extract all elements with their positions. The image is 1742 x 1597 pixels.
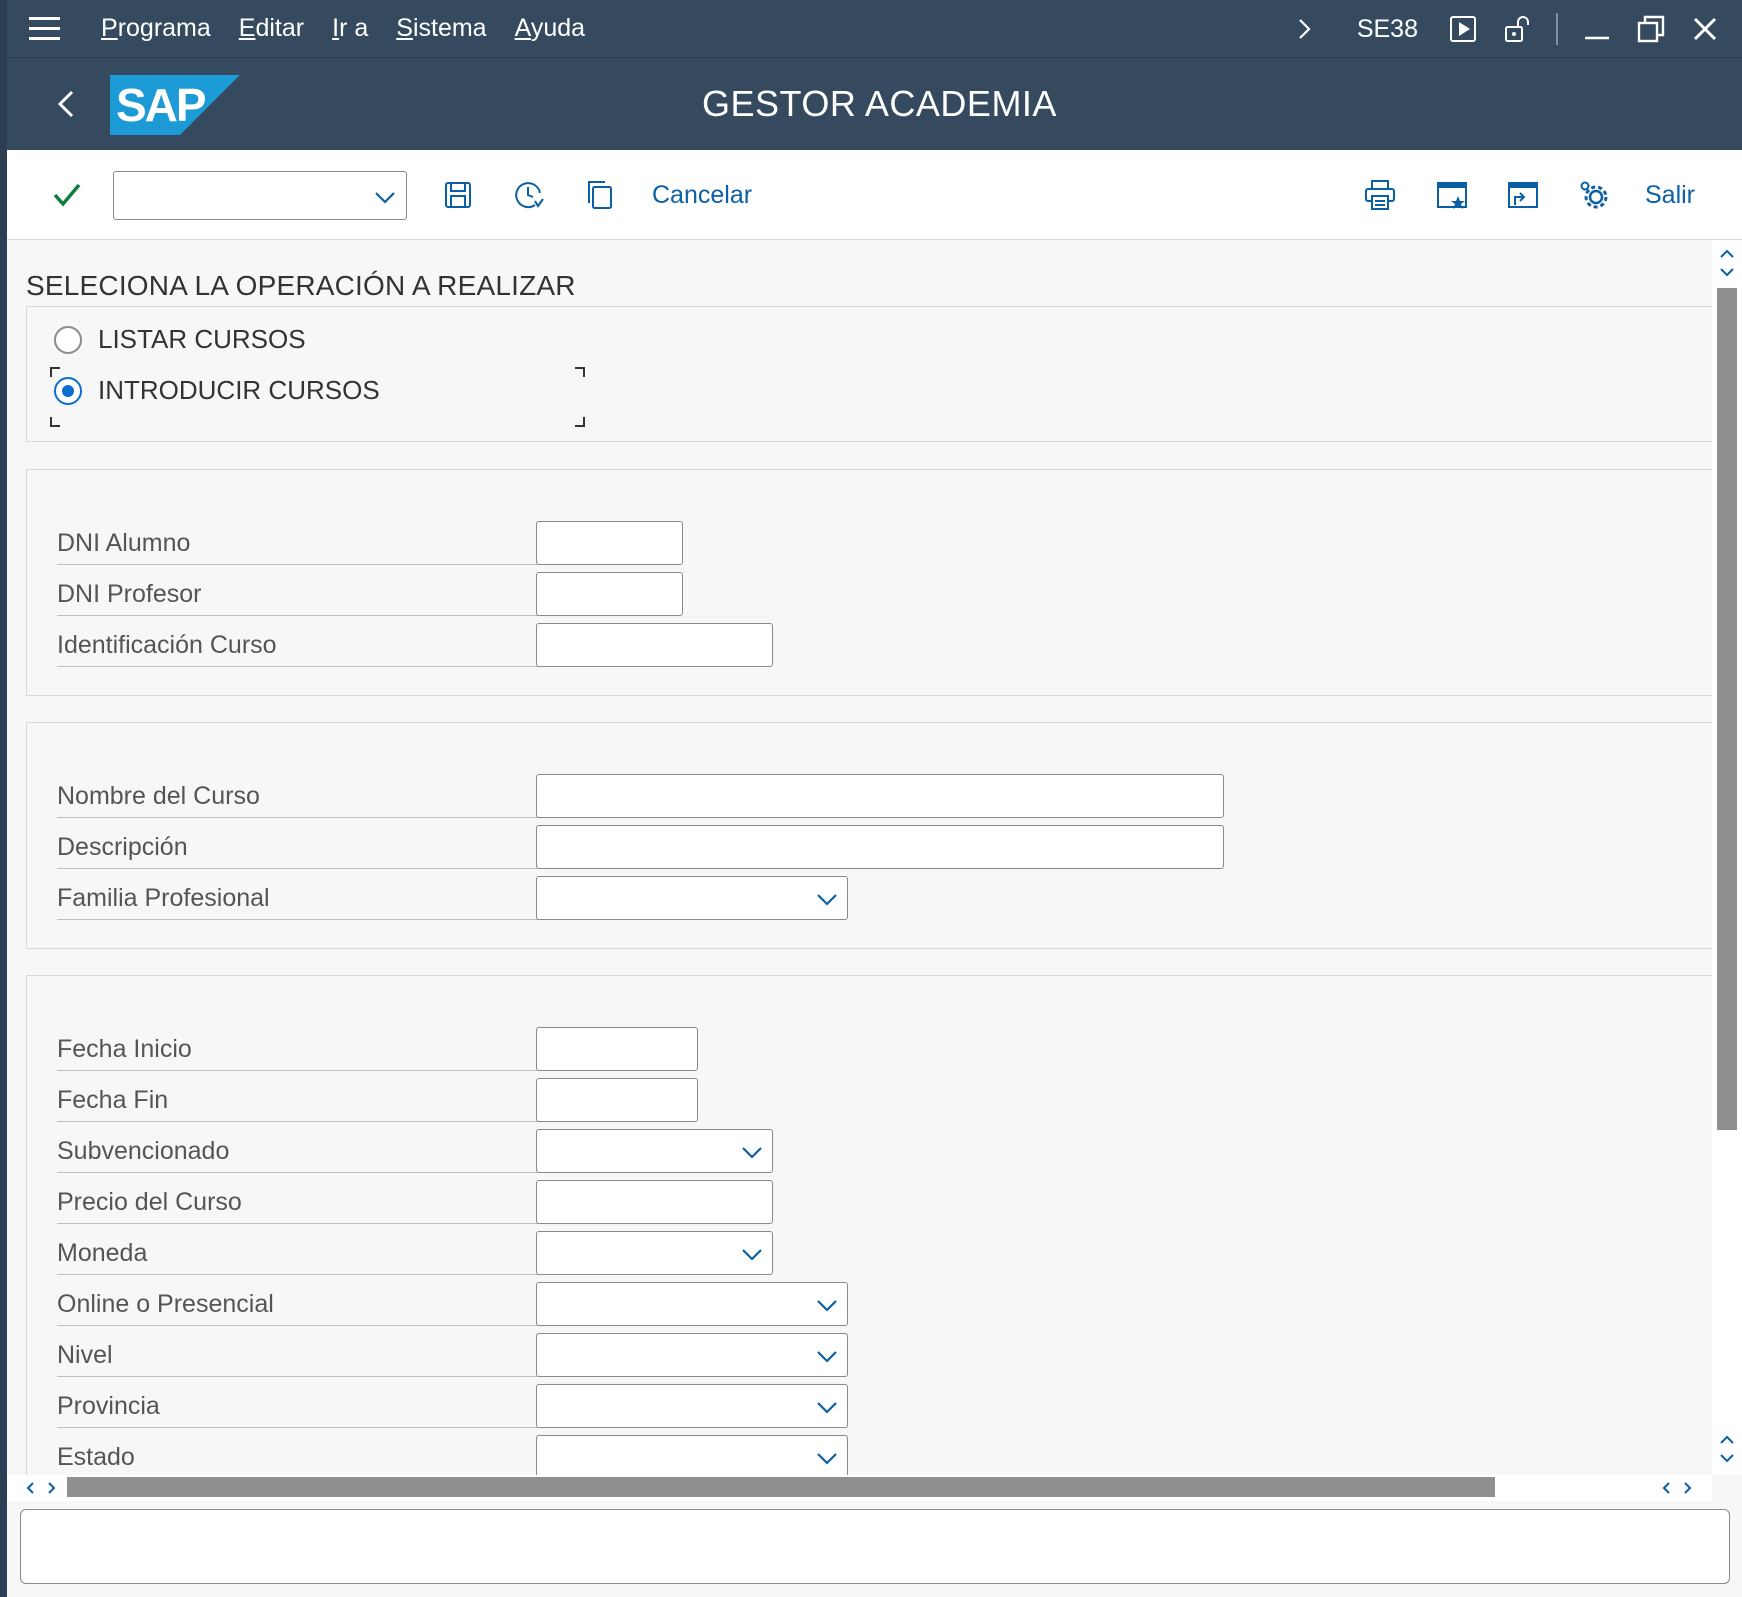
history-icon[interactable] (511, 177, 547, 213)
unlock-icon[interactable] (1502, 14, 1532, 44)
sap-logo: SAP (110, 75, 240, 140)
status-bar-area (7, 1501, 1742, 1597)
chevron-down-icon (815, 1344, 839, 1373)
hamburger-menu-icon[interactable] (29, 0, 73, 58)
radio-introducir-cursos[interactable]: INTRODUCIR CURSOS (54, 375, 380, 406)
copy-icon[interactable] (582, 177, 618, 213)
identificacion-curso-input[interactable] (536, 623, 773, 667)
menu-sistema[interactable]: Sistema (396, 14, 487, 42)
horizontal-scrollbar[interactable] (7, 1475, 1712, 1501)
scroll-right-icon[interactable] (1657, 1475, 1697, 1501)
enter-check-icon[interactable] (47, 175, 87, 215)
subvencionado-select[interactable] (536, 1129, 773, 1173)
radio-label-introducir: INTRODUCIR CURSOS (98, 375, 380, 405)
focus-bracket-tl (50, 367, 60, 377)
fecha-fin-input[interactable] (536, 1078, 698, 1122)
details-group (26, 975, 1712, 1475)
menu-programa[interactable]: Programa (101, 14, 211, 42)
dni-profesor-input[interactable] (536, 572, 683, 616)
menu-ayuda[interactable]: Ayuda (514, 14, 586, 42)
focus-bracket-bl (50, 417, 60, 427)
nivel-label: Nivel (57, 1333, 540, 1377)
application-toolbar: Cancelar Salir (7, 150, 1742, 240)
descripcion-label: Descripción (57, 825, 540, 869)
window-edge (0, 0, 7, 1597)
print-icon[interactable] (1362, 177, 1398, 213)
subvencionado-label: Subvencionado (57, 1129, 540, 1173)
chevron-down-icon (740, 1242, 764, 1271)
operation-radio-group: LISTAR CURSOS INTRODUCIR CURSOS (26, 306, 1712, 442)
back-chevron-icon[interactable] (47, 84, 87, 124)
title-bar: GESTOR ACADEMIA SAP (7, 58, 1742, 150)
minimize-icon[interactable] (1582, 14, 1612, 44)
provincia-label: Provincia (57, 1384, 540, 1428)
exit-button[interactable]: Salir (1645, 181, 1696, 209)
play-icon[interactable] (1448, 14, 1478, 44)
radio-listar-cursos[interactable]: LISTAR CURSOS (54, 324, 306, 355)
menu-separator (1556, 13, 1558, 45)
dni-alumno-input[interactable] (536, 521, 683, 565)
chevron-down-icon (815, 1395, 839, 1424)
online-presencial-label: Online o Presencial (57, 1282, 540, 1326)
familia-profesional-label: Familia Profesional (57, 876, 540, 920)
menu-ir-a[interactable]: Ir a (332, 14, 369, 42)
precio-curso-label: Precio del Curso (57, 1180, 540, 1224)
scroll-up-icon[interactable] (1717, 244, 1737, 284)
chevron-down-icon (372, 184, 398, 215)
precio-curso-input[interactable] (536, 1180, 773, 1224)
radio-button-checked[interactable] (54, 376, 82, 405)
vertical-scroll-thumb[interactable] (1717, 288, 1737, 1130)
radio-label-listar: LISTAR CURSOS (98, 324, 306, 354)
scroll-left-icon[interactable] (21, 1475, 61, 1501)
identificacion-curso-label: Identificación Curso (57, 623, 540, 667)
fecha-fin-label: Fecha Fin (57, 1078, 540, 1122)
section-heading: SELECIONA LA OPERACIÓN A REALIZAR (26, 270, 576, 301)
restore-icon[interactable] (1636, 14, 1666, 44)
moneda-select[interactable] (536, 1231, 773, 1275)
ids-group (26, 469, 1712, 696)
main-content: SELECIONA LA OPERACIÓN A REALIZAR LISTAR… (7, 240, 1712, 1475)
shortcut-window-icon[interactable] (1505, 177, 1541, 213)
scroll-down-icon[interactable] (1717, 1430, 1737, 1470)
chevron-down-icon (815, 1446, 839, 1475)
menu-bar: Programa Editar Ir a Sistema Ayuda SE38 (7, 0, 1742, 58)
status-bar[interactable] (20, 1509, 1730, 1584)
menu-bar-right: SE38 (1277, 0, 1742, 58)
cancel-button[interactable]: Cancelar (652, 181, 753, 209)
descripcion-input[interactable] (536, 825, 1224, 869)
radio-button-unchecked[interactable] (54, 325, 82, 354)
horizontal-scroll-thumb[interactable] (67, 1477, 1495, 1497)
command-field[interactable] (113, 171, 407, 220)
settings-gear-icon[interactable] (1576, 177, 1612, 213)
focus-bracket-br (575, 417, 585, 427)
save-icon[interactable] (440, 177, 476, 213)
vertical-scrollbar[interactable] (1712, 240, 1742, 1475)
nombre-curso-label: Nombre del Curso (57, 774, 540, 818)
chevron-down-icon (815, 887, 839, 916)
chevron-right-icon[interactable] (1289, 14, 1319, 44)
page-title: GESTOR ACADEMIA (702, 83, 1057, 124)
chevron-down-icon (815, 1293, 839, 1322)
estado-label: Estado (57, 1435, 540, 1475)
provincia-select[interactable] (536, 1384, 848, 1428)
dni-profesor-label: DNI Profesor (57, 572, 540, 616)
menu-editar[interactable]: Editar (238, 14, 305, 42)
familia-profesional-select[interactable] (536, 876, 848, 920)
fecha-inicio-input[interactable] (536, 1027, 698, 1071)
transaction-code: SE38 (1356, 14, 1418, 43)
dni-alumno-label: DNI Alumno (57, 521, 540, 565)
focus-bracket-tr (575, 367, 585, 377)
svg-text:SAP: SAP (116, 79, 206, 131)
nombre-curso-input[interactable] (536, 774, 1224, 818)
close-icon[interactable] (1690, 14, 1720, 44)
nivel-select[interactable] (536, 1333, 848, 1377)
online-presencial-select[interactable] (536, 1282, 848, 1326)
new-window-icon[interactable] (1434, 177, 1470, 213)
estado-select[interactable] (536, 1435, 848, 1475)
moneda-label: Moneda (57, 1231, 540, 1275)
fecha-inicio-label: Fecha Inicio (57, 1027, 540, 1071)
chevron-down-icon (740, 1140, 764, 1169)
